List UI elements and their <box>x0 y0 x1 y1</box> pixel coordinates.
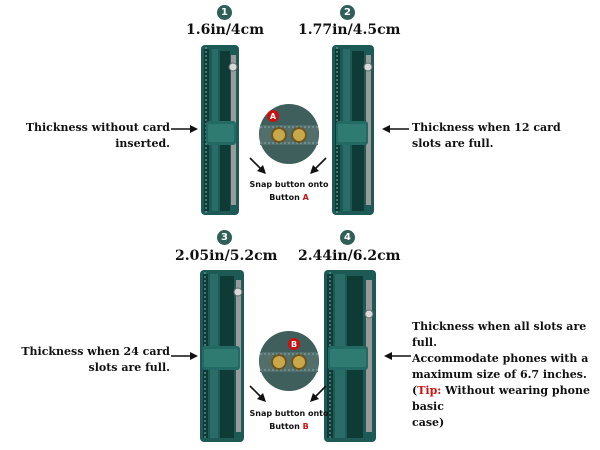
snap-button-closeup-icon: A <box>259 104 319 164</box>
arrow-left-top-icon <box>171 125 198 133</box>
wallet-side-view-4 <box>324 270 376 442</box>
measure-label-3: 2.05in/5.2cm <box>175 248 278 264</box>
arrow-diag-a-left-icon <box>249 157 266 174</box>
tip-label: Tip: <box>417 384 442 397</box>
wallet-side-view-3 <box>200 270 244 442</box>
arrow-right-bottom-icon <box>384 352 411 360</box>
measure-label-1: 1.6in/4cm <box>185 22 265 38</box>
snap-caption-a: Snap button onto Button A <box>249 180 329 202</box>
step-badge-3: 3 <box>217 230 232 245</box>
arrow-diag-a-right-icon <box>310 157 327 174</box>
description-4: Thickness when all slots are full. Accom… <box>412 320 590 429</box>
wallet-side-view-2 <box>332 45 374 215</box>
step-badge-4: 4 <box>340 230 355 245</box>
snap-caption-b: Snap button onto Button B <box>249 409 329 431</box>
step-badge-1: 1 <box>217 5 232 20</box>
measure-label-2: 1.77in/4.5cm <box>298 22 401 38</box>
arrow-left-bottom-icon <box>171 352 198 360</box>
snap-button-closeup-icon: B <box>259 331 319 391</box>
snap-letter-b: B <box>291 340 297 349</box>
arrow-right-top-icon <box>382 125 409 133</box>
step-badge-2: 2 <box>340 5 355 20</box>
snap-letter-a: A <box>270 112 277 121</box>
arrow-diag-b-left-icon <box>249 385 266 402</box>
measure-label-4: 2.44in/6.2cm <box>298 248 401 264</box>
wallet-side-view-1 <box>201 45 239 215</box>
arrow-diag-b-right-icon <box>310 385 327 402</box>
